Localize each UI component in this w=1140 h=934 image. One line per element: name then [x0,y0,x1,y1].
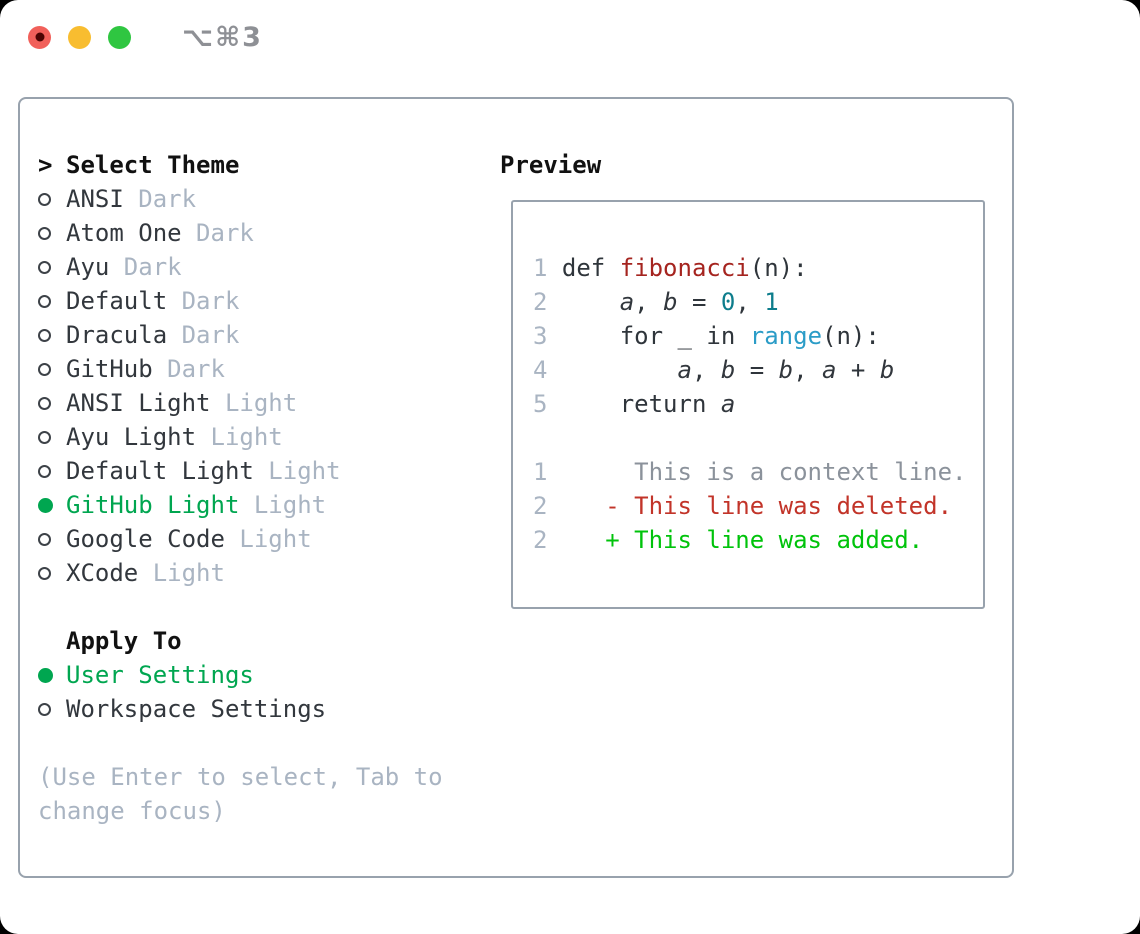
apply-option-workspace-settings[interactable]: Workspace Settings [38,692,443,726]
theme-option-github-light[interactable]: GitHub Light Light [38,488,443,522]
radio-unselected-icon [38,566,66,580]
hint-text-line-1: (Use Enter to select, Tab to [38,763,443,791]
theme-option-label: ANSI [66,185,124,213]
code-line: 3 for _ in range(n): [533,322,880,350]
caret-icon: > [38,151,53,179]
titlebar: ⌥⌘3 [0,0,1140,74]
radio-selected-icon [38,667,66,683]
theme-option-label: Ayu [66,253,110,281]
apply-option-label: Workspace Settings [66,695,327,723]
theme-variant-tag: Dark [181,219,254,247]
code-line: 2 + This line was added. [533,526,924,554]
theme-option-xcode[interactable]: XCode Light [38,556,443,590]
zoom-button[interactable] [108,25,131,49]
radio-unselected-icon [38,362,66,376]
radio-unselected-icon [38,532,66,546]
code-line: 2 a, b = 0, 1 [533,288,779,316]
theme-option-default-light[interactable]: Default Light Light [38,454,443,488]
theme-option-label: Atom One [66,219,182,247]
hint-text: (Use Enter to select, Tab to change focu… [38,760,443,828]
window-title: ⌥⌘3 [182,21,263,53]
theme-variant-tag: Light [253,457,341,485]
code-line: 1 def fibonacci(n): [533,254,808,282]
spacer [38,590,443,624]
radio-unselected-icon [38,464,66,478]
apply-option-label: User Settings [66,661,254,689]
theme-option-label: XCode [66,559,139,587]
radio-unselected-icon [38,192,66,206]
theme-option-default[interactable]: Default Dark [38,284,443,318]
theme-option-google-code[interactable]: Google Code Light [38,522,443,556]
theme-variant-tag: Light [224,525,312,553]
theme-select-title: Select Theme [66,151,240,179]
theme-variant-tag: Dark [167,321,240,349]
radio-unselected-icon [38,328,66,342]
radio-unselected-icon [38,260,66,274]
theme-select-header: > Select Theme [38,148,443,182]
theme-option-ansi[interactable]: ANSI Dark [38,182,443,216]
theme-option-label: Ayu Light [66,423,197,451]
theme-option-ayu[interactable]: Ayu Dark [38,250,443,284]
apply-to-title: Apply To [66,627,182,655]
theme-variant-tag: Dark [109,253,182,281]
code-blank-line [533,421,983,455]
theme-option-label: GitHub Light [66,491,240,519]
radio-unselected-icon [38,396,66,410]
radio-unselected-icon [38,430,66,444]
apply-option-user-settings[interactable]: User Settings [38,658,443,692]
theme-option-dracula[interactable]: Dracula Dark [38,318,443,352]
preview-box: 1 def fibonacci(n): 2 a, b = 0, 1 3 for _ … [511,200,985,609]
code-block: 1 def fibonacci(n): 2 a, b = 0, 1 3 for _ … [533,251,983,557]
theme-option-label: GitHub [66,355,153,383]
code-line: 1 This is a context line. [533,458,967,486]
theme-variant-tag: Light [196,423,283,451]
theme-variant-tag: Light [239,491,327,519]
theme-variant-tag: Dark [167,287,240,315]
theme-option-ansi-light[interactable]: ANSI Light Light [38,386,443,420]
code-line: 4 a, b = b, a + b [533,356,895,384]
hint-text-line-2: change focus) [38,797,226,825]
code-line: 2 - This line was deleted. [533,492,953,520]
radio-unselected-icon [38,294,66,308]
code-line: 5 return a [533,390,736,418]
theme-variant-tag: Light [210,389,298,417]
radio-selected-icon [38,497,66,513]
theme-option-label: Dracula [66,321,168,349]
theme-variant-tag: Dark [123,185,197,213]
minimize-button[interactable] [68,25,91,49]
spacer [38,726,443,760]
theme-option-github[interactable]: GitHub Dark [38,352,443,386]
theme-option-label: ANSI Light [66,389,211,417]
close-button-dot-icon [35,32,44,42]
theme-option-ayu-light[interactable]: Ayu Light Light [38,420,443,454]
radio-unselected-icon [38,702,66,716]
theme-option-label: Default Light [66,457,254,485]
apply-to-header-row: Apply To [38,624,443,658]
theme-variant-tag: Dark [152,355,225,383]
preview-title: Preview [500,151,602,179]
theme-variant-tag: Light [138,559,225,587]
theme-option-label: Default [66,287,168,315]
theme-option-label: Google Code [66,525,225,553]
radio-unselected-icon [38,226,66,240]
close-button[interactable] [28,25,51,49]
theme-option-atom-one[interactable]: Atom One Dark [38,216,443,250]
